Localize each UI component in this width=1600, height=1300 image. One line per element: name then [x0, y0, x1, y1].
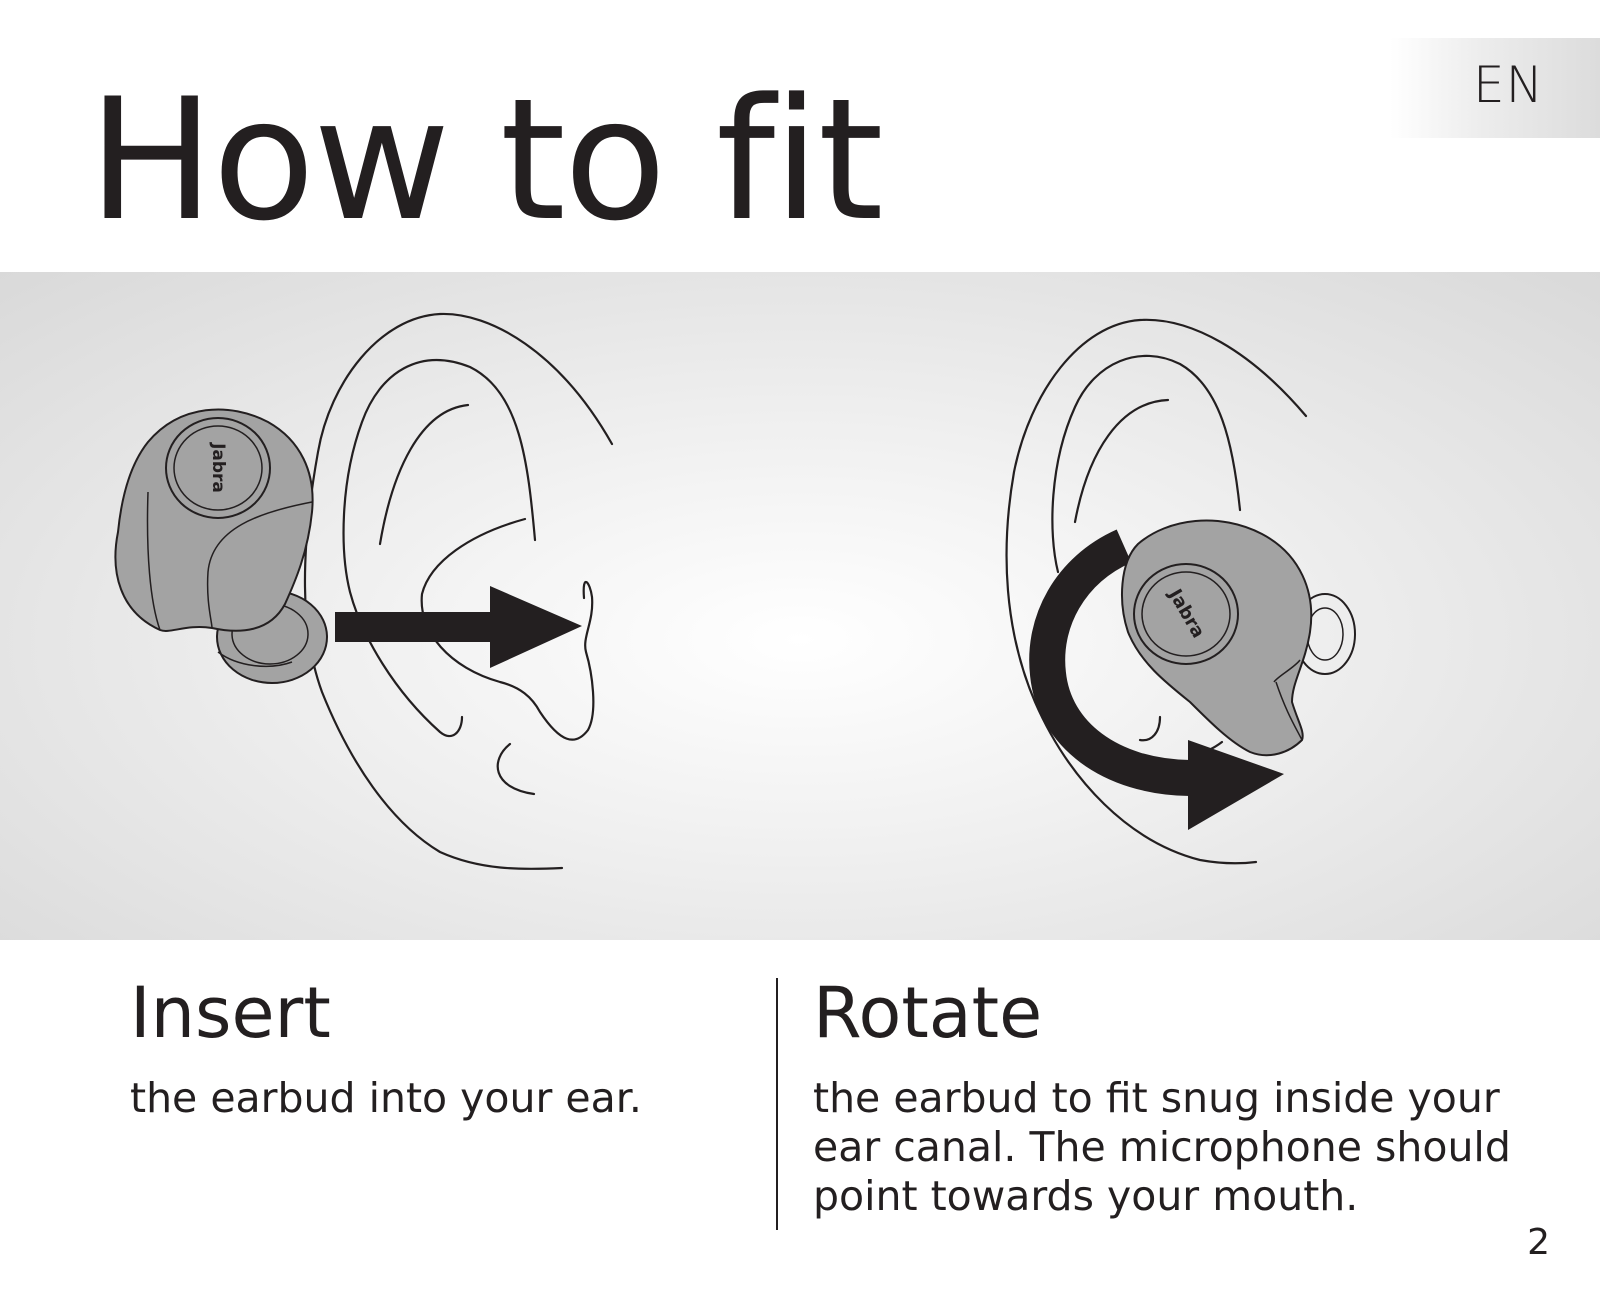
page-number: 2	[1527, 1222, 1550, 1263]
rotate-arrow-icon	[1029, 529, 1284, 830]
page-title: How to fit	[88, 62, 884, 258]
step-rotate-heading: Rotate	[813, 972, 1043, 1054]
step-rotate: Rotate the earbud to fit snug inside you…	[813, 975, 1533, 1221]
step-insert-text: the earbud into your ear.	[130, 1074, 642, 1122]
fitting-illustration-svg: Jabra Jabra	[114, 312, 1356, 870]
insert-arrow-icon	[335, 586, 582, 668]
language-label: EN	[1473, 56, 1544, 114]
left-earbud: Jabra	[114, 408, 328, 684]
step-divider	[776, 978, 778, 1230]
fitting-illustration: Jabra Jabra	[0, 272, 1600, 940]
step-insert-heading: Insert	[130, 972, 331, 1054]
language-tab: EN	[1390, 38, 1600, 138]
left-earbud-brand-label: Jabra	[208, 442, 228, 493]
step-insert: Insert the earbud into your ear.	[130, 975, 750, 1123]
left-ear-outline	[303, 312, 614, 870]
step-rotate-text: the earbud to fit snug inside your ear c…	[813, 1074, 1511, 1220]
right-earbud: Jabra	[1121, 519, 1356, 757]
